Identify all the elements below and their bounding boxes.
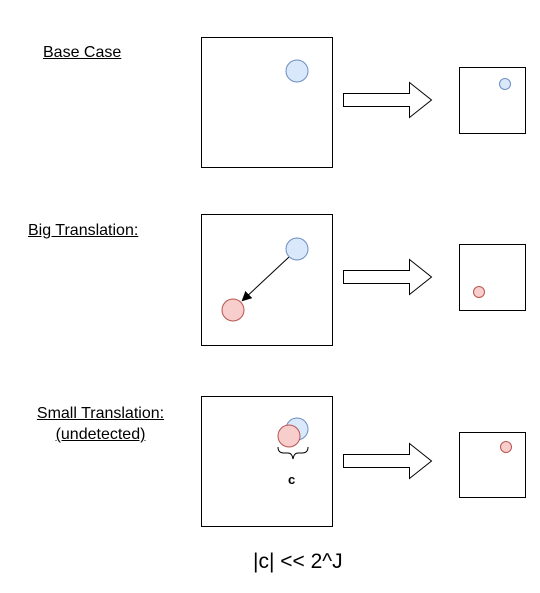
- big-translation-output-box: [459, 244, 526, 311]
- big-translation-blue-circle: [285, 237, 309, 261]
- big-translation-transform-arrow: [343, 258, 433, 296]
- base-case-input-box: [201, 37, 333, 168]
- label-big-translation: Big Translation:: [28, 222, 139, 239]
- small-translation-transform-arrow: [343, 442, 433, 480]
- label-small-translation-line2: (undetected): [55, 426, 146, 443]
- big-translation-vector-arrow: [241, 256, 290, 302]
- small-translation-input-box: [201, 396, 333, 527]
- small-translation-brace: [277, 446, 309, 460]
- big-translation-input-box: [201, 214, 333, 346]
- small-translation-red-circle: [277, 424, 301, 448]
- big-translation-red-circle: [221, 298, 245, 322]
- base-case-output-box: [459, 67, 526, 134]
- label-small-translation: Small Translation: (undetected): [29, 403, 172, 445]
- big-translation-output-red-circle: [473, 286, 485, 298]
- brace-label-c: c: [288, 472, 296, 487]
- small-translation-output-box: [459, 432, 526, 498]
- label-base-case: Base Case: [43, 44, 122, 61]
- label-small-translation-line1: Small Translation:: [36, 405, 165, 422]
- formula-text: |c| << 2^J: [253, 550, 343, 573]
- base-case-transform-arrow: [343, 81, 433, 119]
- small-translation-output-red-circle: [500, 441, 512, 453]
- base-case-output-blue-circle: [499, 78, 511, 90]
- base-case-blue-circle: [285, 59, 309, 83]
